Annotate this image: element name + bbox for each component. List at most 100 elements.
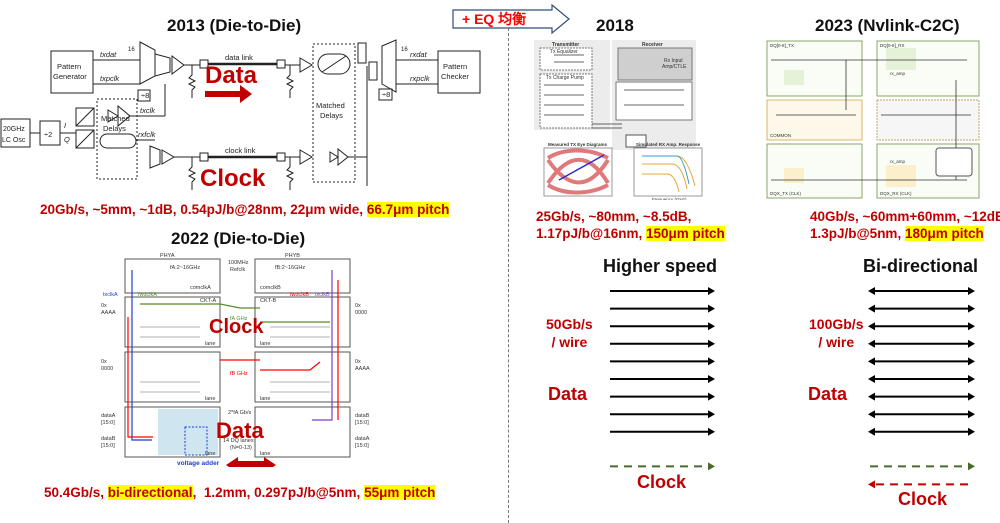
higher-speed-title: Higher speed bbox=[603, 256, 718, 276]
rx-region-highlight bbox=[158, 409, 218, 455]
svg-text:Simulated RX Amp. Response: Simulated RX Amp. Response bbox=[636, 142, 701, 147]
spec-2018-highlight: 150μm pitch bbox=[645, 226, 725, 241]
svg-text:[15:0]: [15:0] bbox=[101, 420, 115, 426]
matched-delays-left bbox=[96, 98, 138, 180]
svg-text:[15:0]: [15:0] bbox=[101, 443, 115, 449]
data-wire-arrowhead-right bbox=[968, 322, 975, 331]
svg-text:clock link: clock link bbox=[225, 146, 256, 155]
spec-2022: 50.4Gb/s, bi-directional, 1.2mm, 0.297pJ… bbox=[44, 484, 436, 501]
data-label-2013: Data bbox=[205, 62, 258, 89]
svg-text:2*fA Gb/s: 2*fA Gb/s bbox=[228, 410, 251, 416]
higher-speed-clock-label: Clock bbox=[637, 472, 687, 492]
svg-text:I: I bbox=[64, 121, 66, 130]
svg-text:fB GHz: fB GHz bbox=[230, 371, 248, 377]
data-wire-arrowhead-left bbox=[868, 304, 875, 313]
svg-text:Amp/CTLE: Amp/CTLE bbox=[662, 64, 687, 70]
svg-text:14 DQ lanes: 14 DQ lanes bbox=[223, 438, 254, 444]
data-wire-arrowhead-right bbox=[968, 410, 975, 419]
svg-text:0x: 0x bbox=[101, 359, 107, 365]
svg-text:÷2: ÷2 bbox=[44, 130, 52, 139]
voltage-adder-box bbox=[184, 426, 208, 456]
svg-text:CKT-B: CKT-B bbox=[260, 298, 277, 304]
svg-text:comclkB: comclkB bbox=[260, 285, 281, 291]
spec-2023: 40Gb/s, ~60mm+60mm, ~12dB, 1.3pJ/b@5nm, … bbox=[810, 208, 1000, 242]
svg-text:rx_amp: rx_amp bbox=[890, 159, 906, 164]
svg-text:dataA: dataA bbox=[101, 413, 116, 419]
eq-banner-label: + EQ 均衡 bbox=[462, 11, 527, 27]
spec-2013-highlight: 66.7μm pitch bbox=[366, 202, 450, 217]
bidirectional-arrow-2022 bbox=[226, 457, 276, 467]
svg-text:rxdat: rxdat bbox=[410, 50, 428, 59]
svg-text:Generator: Generator bbox=[53, 72, 87, 81]
spec-2018-line2: 1.17pJ/b@16nm, 150μm pitch bbox=[536, 225, 725, 242]
svg-text:lane: lane bbox=[205, 451, 215, 457]
svg-text:dataB: dataB bbox=[101, 436, 116, 442]
svg-text:100MHz: 100MHz bbox=[228, 260, 249, 266]
data-wire-arrowhead-left bbox=[868, 357, 875, 366]
svg-text:DQX_TX (CLK): DQX_TX (CLK) bbox=[770, 191, 802, 196]
section-divider bbox=[508, 28, 509, 523]
svg-text:lane: lane bbox=[260, 396, 270, 402]
data-wire-arrowhead-right bbox=[708, 410, 715, 419]
tx-driver bbox=[171, 55, 185, 75]
svg-text:rxfclk: rxfclk bbox=[138, 130, 157, 139]
data-wire-arrowhead-left bbox=[868, 392, 875, 401]
svg-text:Measured TX Eye Diagrams: Measured TX Eye Diagrams bbox=[548, 142, 608, 147]
svg-text:fA GHz: fA GHz bbox=[230, 316, 248, 322]
data-direction-arrow bbox=[205, 85, 252, 103]
pattern-checker-label: Pattern bbox=[443, 62, 467, 71]
clock-label-2022: Clock bbox=[209, 316, 264, 338]
svg-text:COMMON: COMMON bbox=[770, 133, 791, 138]
diagram-2018: Transmitter Receiver Tx Equalizer Tx Cha… bbox=[534, 40, 703, 200]
svg-text:lane: lane bbox=[260, 341, 270, 347]
svg-text:fwdclkB: fwdclkB bbox=[290, 292, 309, 298]
spec-2018: 25Gb/s, ~80mm, ~8.5dB, 1.17pJ/b@16nm, 15… bbox=[536, 208, 725, 242]
eq-banner-arrow bbox=[452, 4, 570, 34]
svg-text:lane: lane bbox=[205, 396, 215, 402]
svg-text:lane: lane bbox=[205, 341, 215, 347]
phy-a-block bbox=[124, 258, 221, 294]
svg-text:DQ[0-8]_TX: DQ[0-8]_TX bbox=[770, 43, 794, 48]
svg-text:Refclk: Refclk bbox=[230, 267, 246, 273]
data-wire-arrowhead-right bbox=[968, 375, 975, 383]
title-2022: 2022 (Die-to-Die) bbox=[171, 229, 306, 248]
bidirectional-lanes bbox=[868, 287, 975, 489]
spec-2013-text: 20Gb/s, ~5mm, ~1dB, 0.54pJ/b@28nm, 22μm … bbox=[40, 202, 367, 217]
svg-text:÷8: ÷8 bbox=[141, 91, 149, 100]
svg-text:Delays: Delays bbox=[103, 124, 126, 133]
data-wire-arrowhead-left bbox=[868, 375, 875, 383]
svg-text:CKT-A: CKT-A bbox=[200, 298, 217, 304]
higher-speed-lanes bbox=[610, 287, 715, 470]
svg-text:DQ[0-8]_RX: DQ[0-8]_RX bbox=[880, 43, 905, 48]
svg-text:0x: 0x bbox=[101, 303, 107, 309]
spec-2018-line1: 25Gb/s, ~80mm, ~8.5dB, bbox=[536, 209, 692, 224]
data-wire-arrowhead-right bbox=[968, 339, 975, 348]
data-label-2022: Data bbox=[216, 418, 264, 443]
title-2013: 2013 (Die-to-Die) bbox=[167, 16, 302, 35]
svg-text:Rx Input: Rx Input bbox=[664, 58, 683, 64]
svg-text:Transmitter: Transmitter bbox=[552, 42, 579, 48]
bidirectional-data-label: Data bbox=[808, 384, 848, 404]
spec-2023-line2-text: 1.3pJ/b@5nm, bbox=[810, 226, 905, 241]
svg-text:txclkB: txclkB bbox=[315, 292, 330, 298]
svg-text:txclkA: txclkA bbox=[103, 292, 118, 298]
phy-b-block bbox=[254, 258, 351, 294]
svg-text:lane: lane bbox=[260, 451, 270, 457]
data-wire-arrowhead-right bbox=[968, 392, 975, 401]
serializer bbox=[139, 41, 156, 85]
bidirectional-rate: 100Gb/s / wire bbox=[809, 316, 864, 350]
svg-text:(N=0-13): (N=0-13) bbox=[230, 445, 252, 451]
svg-text:0000: 0000 bbox=[355, 310, 367, 316]
svg-text:LC Osc: LC Osc bbox=[2, 137, 26, 144]
data-wire-arrowhead-right bbox=[708, 357, 715, 366]
svg-text:dataB: dataB bbox=[355, 413, 370, 419]
spec-2018-line2-text: 1.17pJ/b@16nm, bbox=[536, 226, 646, 241]
higher-speed-data-label: Data bbox=[548, 384, 588, 404]
svg-text:÷8: ÷8 bbox=[382, 90, 390, 99]
spec-2023-line1: 40Gb/s, ~60mm+60mm, ~12dB, bbox=[810, 209, 1000, 224]
svg-text:fB:2~16GHz: fB:2~16GHz bbox=[275, 265, 305, 271]
svg-text:PHYB: PHYB bbox=[285, 253, 300, 259]
svg-text:rx_amp: rx_amp bbox=[890, 71, 906, 76]
data-wire-arrowhead-right bbox=[708, 339, 715, 348]
data-wire-arrowhead-left bbox=[868, 427, 875, 436]
